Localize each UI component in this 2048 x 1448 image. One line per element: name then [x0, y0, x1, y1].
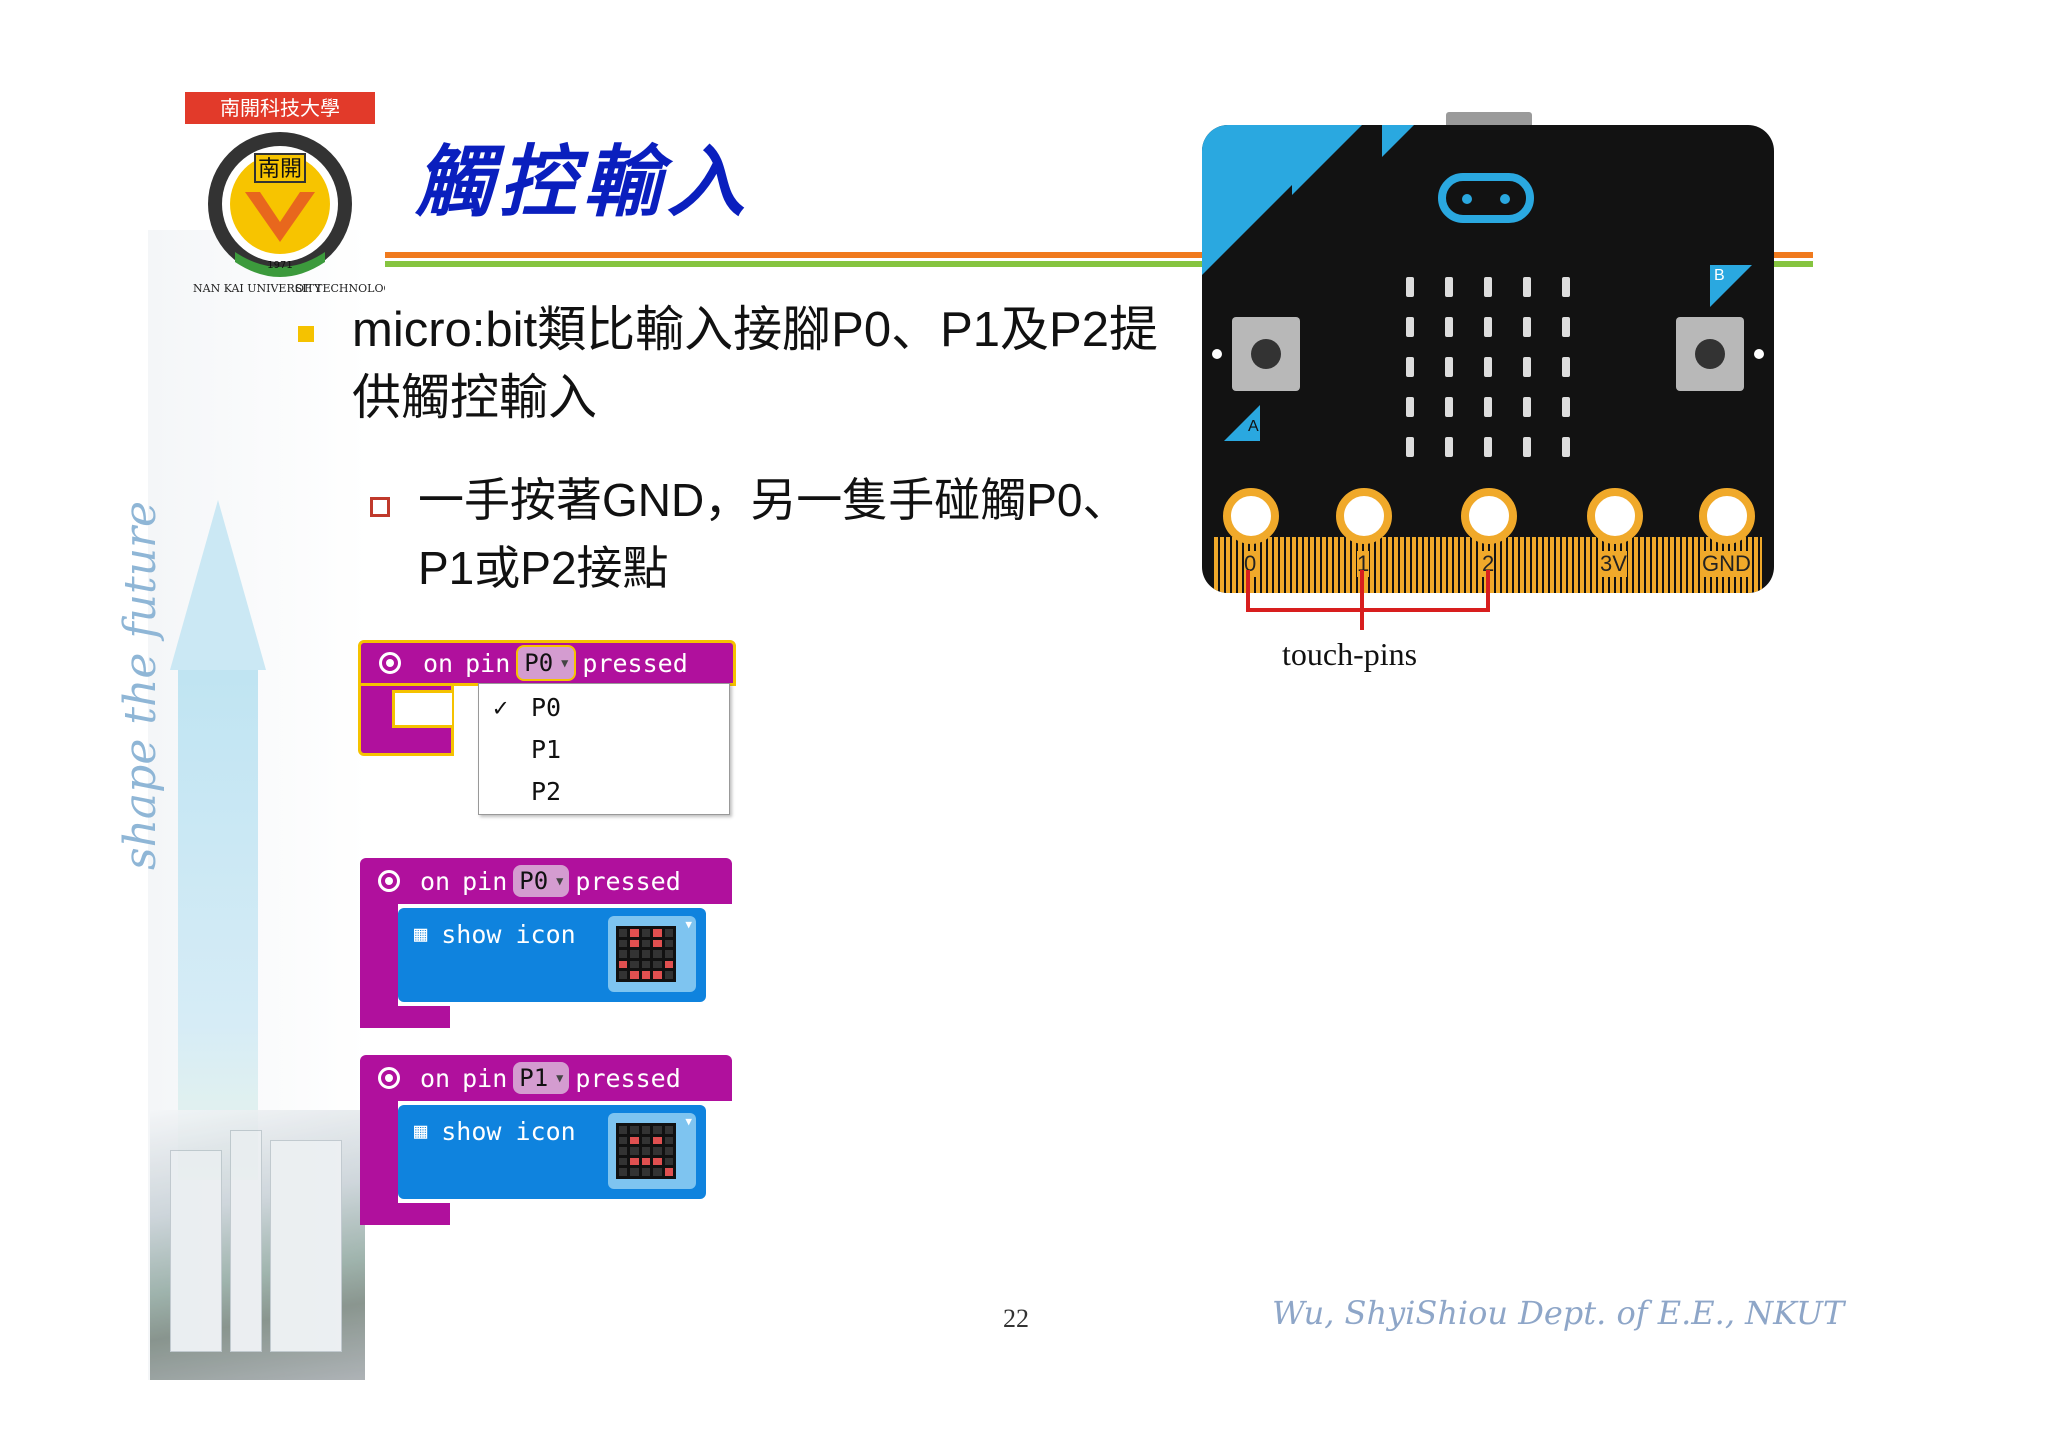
- microbit-board-image: A B 0 1 2 3V GND: [1202, 125, 1774, 593]
- show-icon-block[interactable]: ▦ show icon ▼: [398, 908, 706, 1002]
- block-pressed-text: pressed: [575, 866, 681, 896]
- button-b-marker: [1710, 265, 1752, 307]
- block-pin-text: pin: [462, 1063, 508, 1093]
- author-footer: Wu, ShyiShiou Dept. of E.E., NKUT: [1272, 1294, 1845, 1332]
- slide-title: 觸控輸入: [415, 137, 752, 228]
- title-rule-green: [385, 261, 1813, 267]
- target-icon: [378, 1067, 400, 1089]
- show-text: show: [441, 1117, 502, 1146]
- campus-photo: [150, 1110, 365, 1380]
- block-pin-text: pin: [462, 866, 508, 896]
- microbit-logo-icon: [1438, 173, 1534, 223]
- bullet-level1: micro:bit類比輸入接腳P0、P1及P2提供觸控輸入: [352, 303, 1158, 425]
- pin-pad-2: [1461, 488, 1517, 544]
- pin-dropdown[interactable]: P0 ▼: [516, 645, 577, 681]
- pin-label-3v: 3V: [1600, 551, 1627, 577]
- arrow-shaft: [178, 660, 258, 1180]
- icon-text: icon: [515, 1117, 576, 1146]
- pin-pad-1: [1336, 488, 1392, 544]
- logo-ring-right: OF TECHNOLOGY: [295, 282, 385, 295]
- pin-dropdown-value: P1: [519, 1064, 549, 1092]
- bullet-level2: 一手按著GND，另一隻手碰觸P0、P1或P2接點: [418, 474, 1129, 594]
- chevron-down-icon: ▼: [561, 656, 569, 670]
- block-pressed-text: pressed: [575, 1063, 681, 1093]
- led-icon-preview: [616, 926, 676, 982]
- page-number: 22: [1003, 1304, 1029, 1333]
- block-pressed-text: pressed: [582, 648, 688, 678]
- icon-picker[interactable]: ▼: [608, 916, 696, 992]
- chevron-down-icon: ▼: [556, 1071, 564, 1085]
- grid-icon: ▦: [414, 1119, 428, 1144]
- block-on-text: on: [420, 1063, 451, 1093]
- pin-dropdown-value: P0: [519, 867, 549, 895]
- dropdown-option-p2[interactable]: P2: [531, 777, 562, 806]
- usb-connector: [1446, 112, 1532, 128]
- block-on-text: on: [420, 866, 451, 896]
- chevron-down-icon: ▼: [556, 874, 564, 888]
- block-on-text: on: [423, 648, 454, 678]
- up-arrow-icon: [170, 500, 266, 670]
- logo-top-text: 南開科技大學: [220, 96, 340, 120]
- pin-pad-gnd: [1699, 488, 1755, 544]
- button-a: [1232, 317, 1300, 391]
- dropdown-option-p0[interactable]: P0: [531, 693, 562, 722]
- target-icon: [378, 870, 400, 892]
- checkmark-icon: ✓: [493, 693, 509, 722]
- logo-ring-left: NAN KAI UNIVERSITY: [193, 282, 322, 295]
- logo-year: 1971: [267, 260, 292, 271]
- icon-picker[interactable]: ▼: [608, 1113, 696, 1189]
- chevron-down-icon: ▼: [685, 918, 692, 931]
- button-a-label: A: [1248, 418, 1259, 435]
- led-icon-preview: [616, 1123, 676, 1179]
- logo-center-text: 南開: [258, 157, 302, 182]
- pin-label-gnd: GND: [1702, 551, 1751, 577]
- pin-dropdown[interactable]: P0 ▼: [513, 865, 570, 897]
- board-accent: [1382, 125, 1414, 157]
- grid-icon: ▦: [414, 922, 428, 947]
- dropdown-option-p1[interactable]: P1: [531, 735, 562, 764]
- show-icon-block[interactable]: ▦ show icon ▼: [398, 1105, 706, 1199]
- pin-dropdown-menu[interactable]: ✓ P0 P1 P2: [478, 683, 730, 815]
- pin-dropdown-value: P0: [524, 649, 554, 677]
- side-slogan: shape the future: [115, 500, 166, 870]
- pin-label-2: 2: [1482, 551, 1495, 577]
- pin-dropdown[interactable]: P1 ▼: [513, 1062, 570, 1094]
- university-logo: 南開科技大學 南開 1971 NAN KAI UNIVERSITY OF TEC…: [175, 92, 400, 302]
- led-matrix: [1390, 267, 1586, 467]
- show-text: show: [441, 920, 502, 949]
- button-b-label: B: [1714, 267, 1725, 284]
- block-pin-text: pin: [465, 648, 511, 678]
- board-hole: [1212, 349, 1222, 359]
- touch-pins-bracket: [1246, 570, 1490, 630]
- board-accent: [1292, 125, 1362, 195]
- on-pin-pressed-block-p0[interactable]: on pin P0 ▼ pressed ▦ show icon ▼: [360, 858, 732, 1028]
- icon-text: icon: [515, 920, 576, 949]
- button-b: [1676, 317, 1744, 391]
- touch-pins-label: touch-pins: [1282, 636, 1418, 672]
- title-rule-orange: [385, 252, 1813, 258]
- button-a-marker: [1224, 405, 1260, 441]
- sub-bullet-marker: [370, 497, 390, 517]
- pin-pad-0: [1223, 488, 1279, 544]
- target-icon: [379, 652, 401, 674]
- chevron-down-icon: ▼: [685, 1115, 692, 1128]
- pin-pad-3v: [1587, 488, 1643, 544]
- bullet-marker: [298, 326, 314, 342]
- board-hole: [1754, 349, 1764, 359]
- on-pin-pressed-block-p1[interactable]: on pin P1 ▼ pressed ▦ show icon ▼: [360, 1055, 732, 1225]
